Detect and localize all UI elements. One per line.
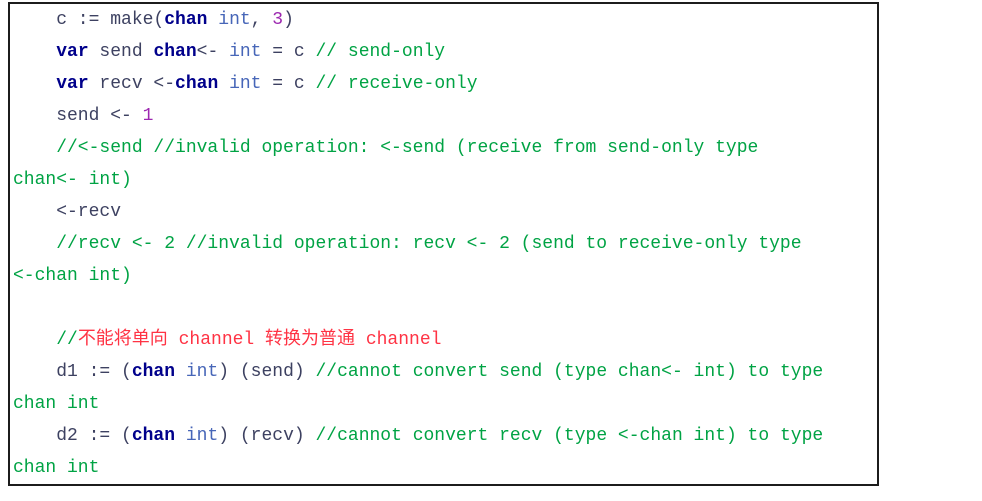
code-token-plain: <-recv xyxy=(13,202,122,222)
code-token-plain: send xyxy=(88,42,154,62)
code-token-keyword: chan xyxy=(131,362,176,382)
code-token-keyword: chan xyxy=(175,74,219,94)
code-token-number: 1 xyxy=(142,106,154,126)
code-token-plain xyxy=(13,42,56,62)
code-token-plain: = c xyxy=(261,74,316,94)
code-token-plain: ) (send) xyxy=(218,362,316,382)
code-line: //recv <- 2 //invalid operation: recv <-… xyxy=(13,228,875,260)
code-token-keyword: chan xyxy=(153,42,197,62)
code-line: c := make(chan int, 3) xyxy=(13,4,875,36)
code-token-plain xyxy=(13,74,56,94)
code-token-type: int xyxy=(218,10,251,30)
code-token-keyword: chan xyxy=(164,10,208,30)
code-line: chan int xyxy=(13,452,875,484)
code-line: chan<- int) xyxy=(13,164,875,196)
code-token-comment: //cannot convert send (type chan<- int) … xyxy=(315,362,824,382)
code-token-plain: d2 := ( xyxy=(13,426,132,446)
code-token-plain: ) xyxy=(283,10,294,30)
code-token-plain: c := make( xyxy=(13,10,165,30)
code-token-comment: // receive-only xyxy=(315,74,478,94)
code-line: d1 := (chan int) (send) //cannot convert… xyxy=(13,356,875,388)
code-line: chan int xyxy=(13,388,875,420)
code-line: <-chan int) xyxy=(13,260,875,292)
code-line: //不能将单向 channel 转换为普通 channel xyxy=(13,324,875,356)
code-line: <-recv xyxy=(13,196,875,228)
code-token-type: int xyxy=(185,362,219,382)
code-token-comment: chan int xyxy=(13,458,100,478)
code-line xyxy=(13,292,875,324)
code-token-chinese_comment: 不能将单向 channel 转换为普通 channel xyxy=(77,330,442,350)
code-token-type: int xyxy=(229,42,262,62)
code-token-comment: // xyxy=(13,330,78,350)
code-token-plain: d1 := ( xyxy=(13,362,132,382)
code-line: send <- 1 xyxy=(13,100,875,132)
code-token-number: 3 xyxy=(272,10,284,30)
code-token-plain: send <- xyxy=(13,106,143,126)
code-token-plain: <- xyxy=(196,42,230,62)
code-token-comment: chan int xyxy=(13,394,100,414)
code-line: var send chan<- int = c // send-only xyxy=(13,36,875,68)
code-token-type: int xyxy=(229,74,262,94)
code-token-plain: = c xyxy=(261,42,316,62)
code-token-keyword: chan xyxy=(131,426,176,446)
code-token-plain: , xyxy=(250,10,273,30)
code-token-comment: chan<- int) xyxy=(13,170,132,190)
code-line: //<-send //invalid operation: <-send (re… xyxy=(13,132,875,164)
code-token-plain xyxy=(175,426,186,446)
code-token-comment: //recv <- 2 //invalid operation: recv <-… xyxy=(13,234,802,254)
code-token-plain: recv <- xyxy=(88,74,176,94)
code-token-plain xyxy=(218,74,229,94)
code-token-plain xyxy=(207,10,218,30)
code-token-comment: <-chan int) xyxy=(13,266,132,286)
code-token-comment: //cannot convert recv (type <-chan int) … xyxy=(315,426,824,446)
code-line: d2 := (chan int) (recv) //cannot convert… xyxy=(13,420,875,452)
code-token-plain xyxy=(175,362,186,382)
code-token-comment: //<-send //invalid operation: <-send (re… xyxy=(13,138,759,158)
code-token-keyword: var xyxy=(56,74,89,94)
code-token-plain: ) (recv) xyxy=(218,426,316,446)
code-token-keyword: var xyxy=(56,42,89,62)
code-token-type: int xyxy=(185,426,219,446)
code-token-comment: // send-only xyxy=(315,42,446,62)
code-line: var recv <-chan int = c // receive-only xyxy=(13,68,875,100)
code-block: c := make(chan int, 3) var send chan<- i… xyxy=(8,2,879,486)
